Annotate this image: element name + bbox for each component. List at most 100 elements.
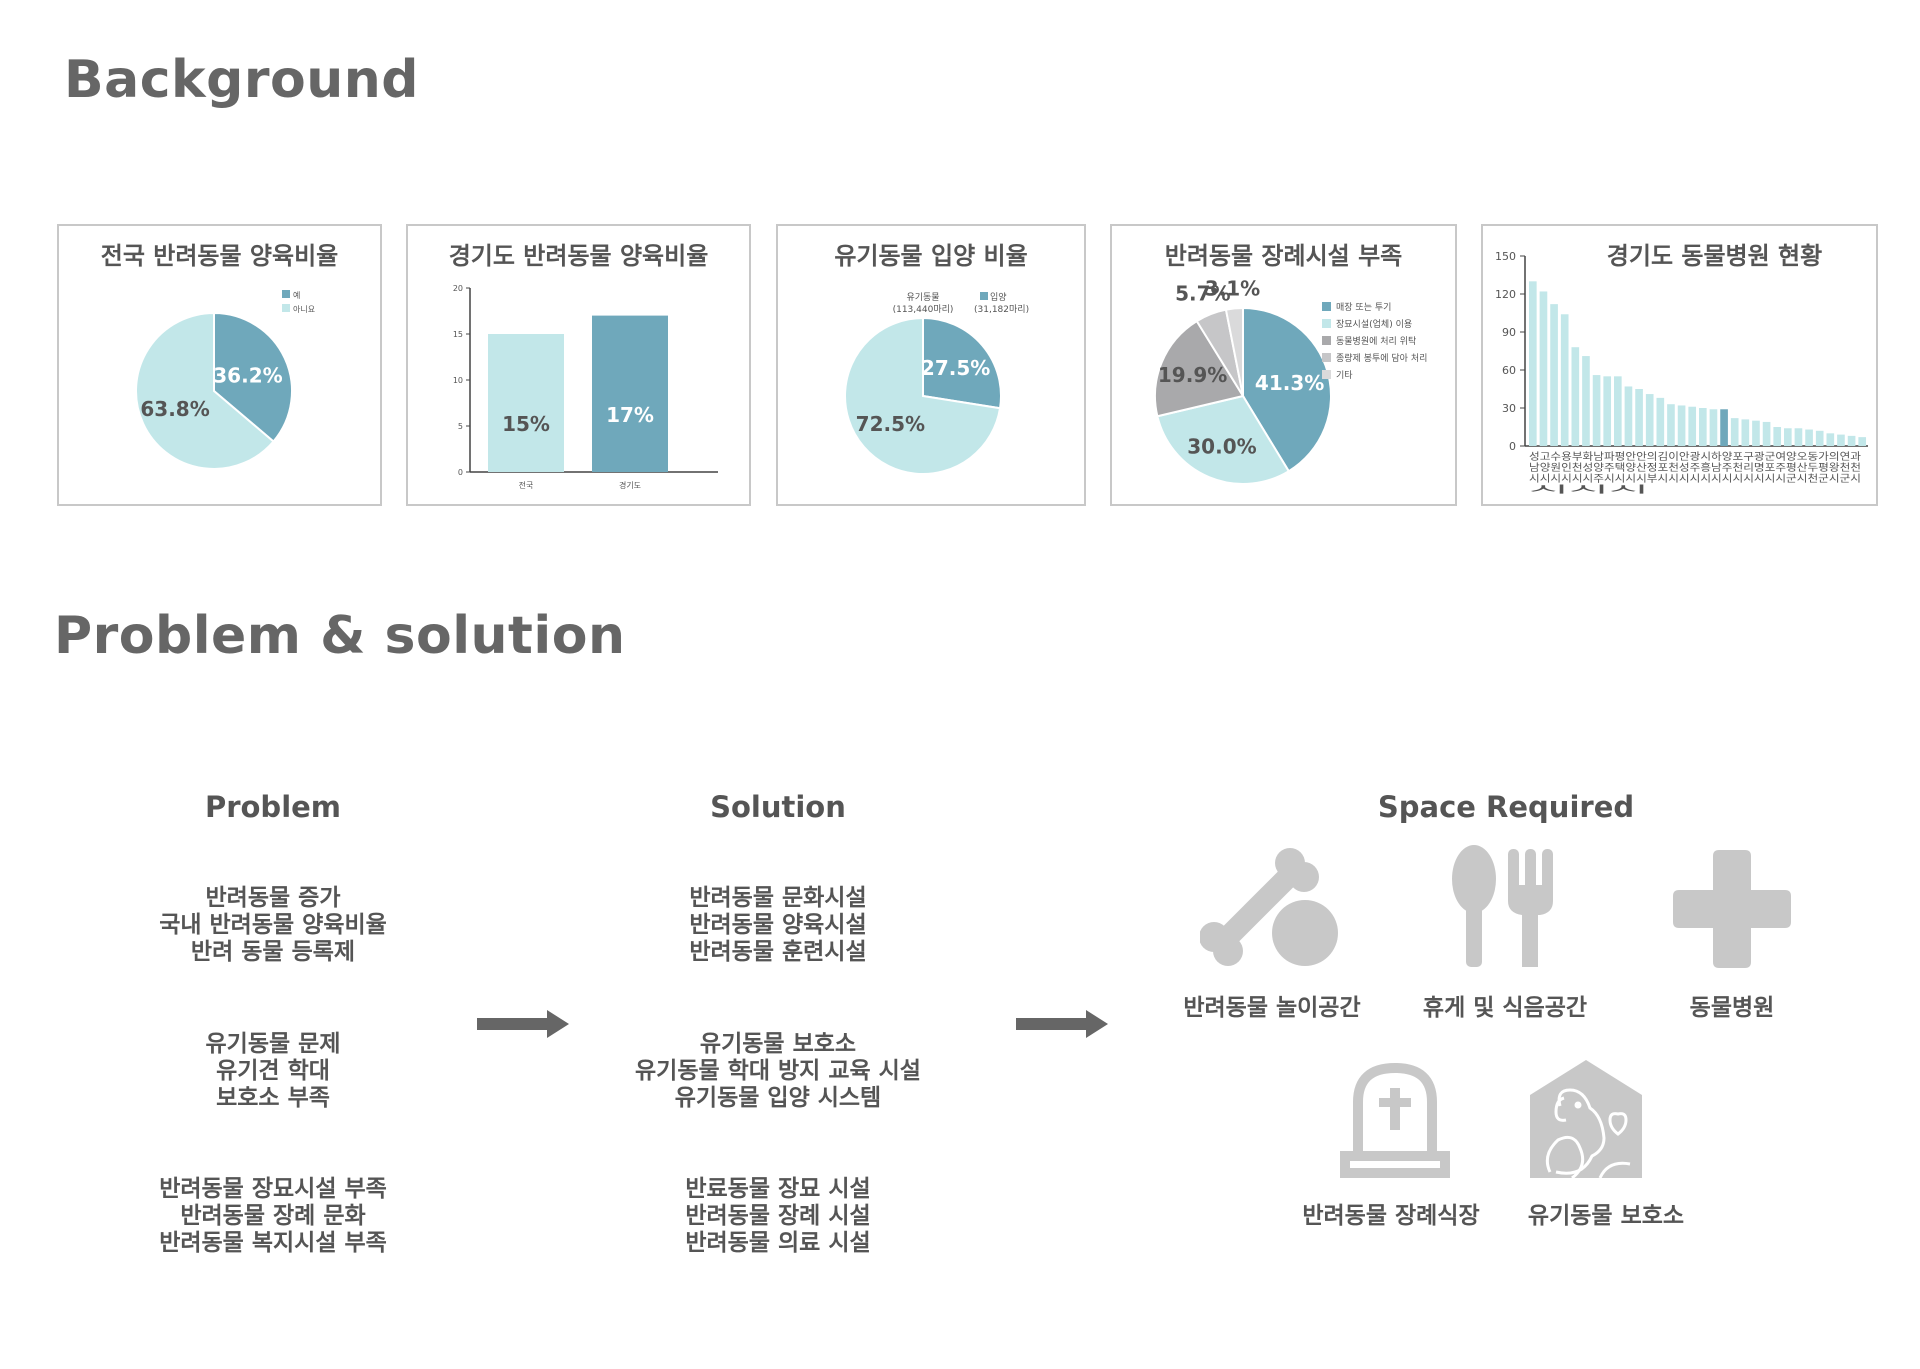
- legend-swatch: [1322, 353, 1331, 362]
- legend-label: 매장 또는 투기: [1336, 302, 1391, 313]
- data-label: 19.9%: [1158, 363, 1227, 387]
- chart-card-funeral-facility: 반려동물 장례시설 부족 41.3%30.0%19.9%5.7%3.1%매장 또…: [1110, 224, 1457, 506]
- y-tick-label: 15: [453, 330, 463, 339]
- bar: [1773, 427, 1782, 446]
- solution-line: 반려동물 문화시설: [689, 885, 867, 911]
- space-label-funeral: 반려동물 장례식장: [1302, 1203, 1480, 1229]
- legend-swatch: [282, 304, 290, 312]
- bar: [1699, 408, 1707, 446]
- bar: [1592, 375, 1601, 446]
- solution-line: 유기동물 보호소: [699, 1031, 857, 1057]
- bar: [1560, 314, 1569, 446]
- note-label: (113,440마리): [893, 304, 954, 315]
- legend-swatch: [1322, 302, 1331, 311]
- chart-title: 전국 반려동물 양육비율: [100, 242, 339, 270]
- bar: [1752, 420, 1760, 446]
- problem-line: 반려동물 복지시설 부족: [159, 1230, 387, 1256]
- problem-line: 유기동물 문제: [205, 1031, 341, 1057]
- solution-block-1: 반려동물 문화시설 반려동물 양육시설 반려동물 훈련시설: [608, 885, 948, 966]
- solution-block-2: 유기동물 보호소 유기동물 학대 방지 교육 시설 유기동물 입양 시스템: [608, 1031, 948, 1112]
- bar: [1805, 429, 1813, 446]
- space-label-shelter: 유기동물 보호소: [1527, 1203, 1685, 1229]
- solution-line: 반려동물 양육시설: [689, 912, 867, 938]
- legend-label: 동물병원에 처리 위탁: [1336, 335, 1416, 347]
- bar: [1837, 434, 1845, 446]
- space-label-hospital: 동물병원: [1689, 995, 1775, 1021]
- chart-title: 반려동물 장례시설 부족: [1164, 242, 1403, 270]
- bar: [1635, 389, 1643, 446]
- bar: [1794, 428, 1803, 446]
- pie-slice: [1156, 394, 1291, 485]
- space-label-play: 반려동물 놀이공간: [1183, 995, 1361, 1021]
- bar: [1539, 291, 1548, 446]
- y-tick-label: 0: [458, 468, 463, 477]
- data-label: 36.2%: [213, 363, 282, 387]
- data-label: 5.7%: [1175, 282, 1230, 306]
- x-tick-label: 전국: [519, 480, 534, 490]
- pie-chart-adoption: 27.5%72.5%유기동물(113,440마리)입양(31,182마리): [844, 291, 1029, 475]
- bar: [1720, 409, 1728, 446]
- pie-slice: [1224, 306, 1244, 397]
- bar: [1847, 435, 1856, 446]
- legend-label: 장묘시설(업체) 이용: [1336, 319, 1412, 330]
- y-tick-label: 90: [1502, 326, 1516, 339]
- legend-label: 종량제 봉투에 담아 처리: [1336, 352, 1427, 364]
- bar: [1603, 376, 1612, 446]
- pie-chart-funeral: 41.3%30.0%19.9%5.7%3.1%매장 또는 투기장묘시설(업체) …: [1154, 277, 1427, 485]
- data-label: 41.3%: [1255, 371, 1324, 395]
- data-label: 30.0%: [1187, 434, 1256, 458]
- pie-slice: [213, 311, 293, 443]
- bar: [488, 334, 564, 472]
- solution-line: 반려동물 의료 시설: [685, 1230, 871, 1256]
- bar: [1614, 376, 1622, 446]
- bar: [1815, 430, 1824, 446]
- problem-solution-title: Problem & solution: [54, 606, 626, 666]
- chart-title: 경기도 반려동물 양육비율: [448, 242, 709, 270]
- tombstone-icon: [1340, 1062, 1450, 1178]
- legend-label: 입양: [990, 291, 1007, 303]
- fork-spoon-icon: [1452, 845, 1553, 967]
- bar: [1709, 409, 1718, 446]
- problem-line: 국내 반려동물 양육비율: [159, 912, 387, 938]
- space-label-rest: 휴게 및 식음공간: [1422, 995, 1588, 1021]
- solution-line: 유기동물 학대 방지 교육 시설: [635, 1058, 921, 1084]
- pie-slice: [135, 311, 275, 470]
- bar: [1688, 406, 1697, 446]
- bar: [1826, 433, 1835, 446]
- y-tick-label: 60: [1502, 364, 1516, 377]
- arrow-right-icon: [1016, 1010, 1108, 1038]
- bar: [592, 315, 668, 472]
- problem-line: 반려동물 장례 문화: [180, 1203, 366, 1229]
- data-label: 17%: [606, 403, 654, 427]
- bar: [1730, 418, 1739, 446]
- solution-header: Solution: [710, 790, 846, 824]
- data-label: 72.5%: [856, 412, 925, 436]
- problem-line: 보호소 부족: [216, 1085, 330, 1111]
- bar: [1762, 421, 1771, 446]
- solution-line: 반려동물 장례 시설: [685, 1203, 871, 1229]
- bar: [1667, 404, 1675, 446]
- data-label: 63.8%: [140, 397, 209, 421]
- pie-slice: [1154, 319, 1245, 418]
- data-label: 27.5%: [921, 356, 990, 380]
- pie-slice: [922, 316, 1002, 410]
- pet-shelter-icon: [1530, 1060, 1642, 1178]
- chart-title: 경기도 동물병원 현황: [1606, 242, 1823, 270]
- note-label: 유기동물: [906, 292, 939, 303]
- problem-line: 반려동물 증가: [205, 885, 341, 911]
- pie-slice: [844, 316, 1002, 475]
- space-required-header: Space Required: [1377, 790, 1635, 824]
- solution-line: 반려동물 훈련시설: [689, 939, 867, 965]
- bar: [1858, 437, 1867, 446]
- problem-line: 반려동물 장묘시설 부족: [159, 1176, 387, 1202]
- solution-line: 유기동물 입양 시스템: [674, 1085, 882, 1111]
- legend-swatch: [1322, 319, 1331, 328]
- bar: [1624, 386, 1633, 446]
- x-tick-labels: 남양원인천성양주택양산정포천성주흥남주천리명포주평산두평왕천천: [1529, 461, 1861, 474]
- bar-chart-hospitals: 0306090120150성고수용부화남파평안안의김이안광시하양포구광군여양오동…: [1495, 250, 1868, 496]
- chart-card-adoption-ratio: 유기동물 입양 비율 27.5%72.5%유기동물(113,440마리)입양(3…: [776, 224, 1086, 506]
